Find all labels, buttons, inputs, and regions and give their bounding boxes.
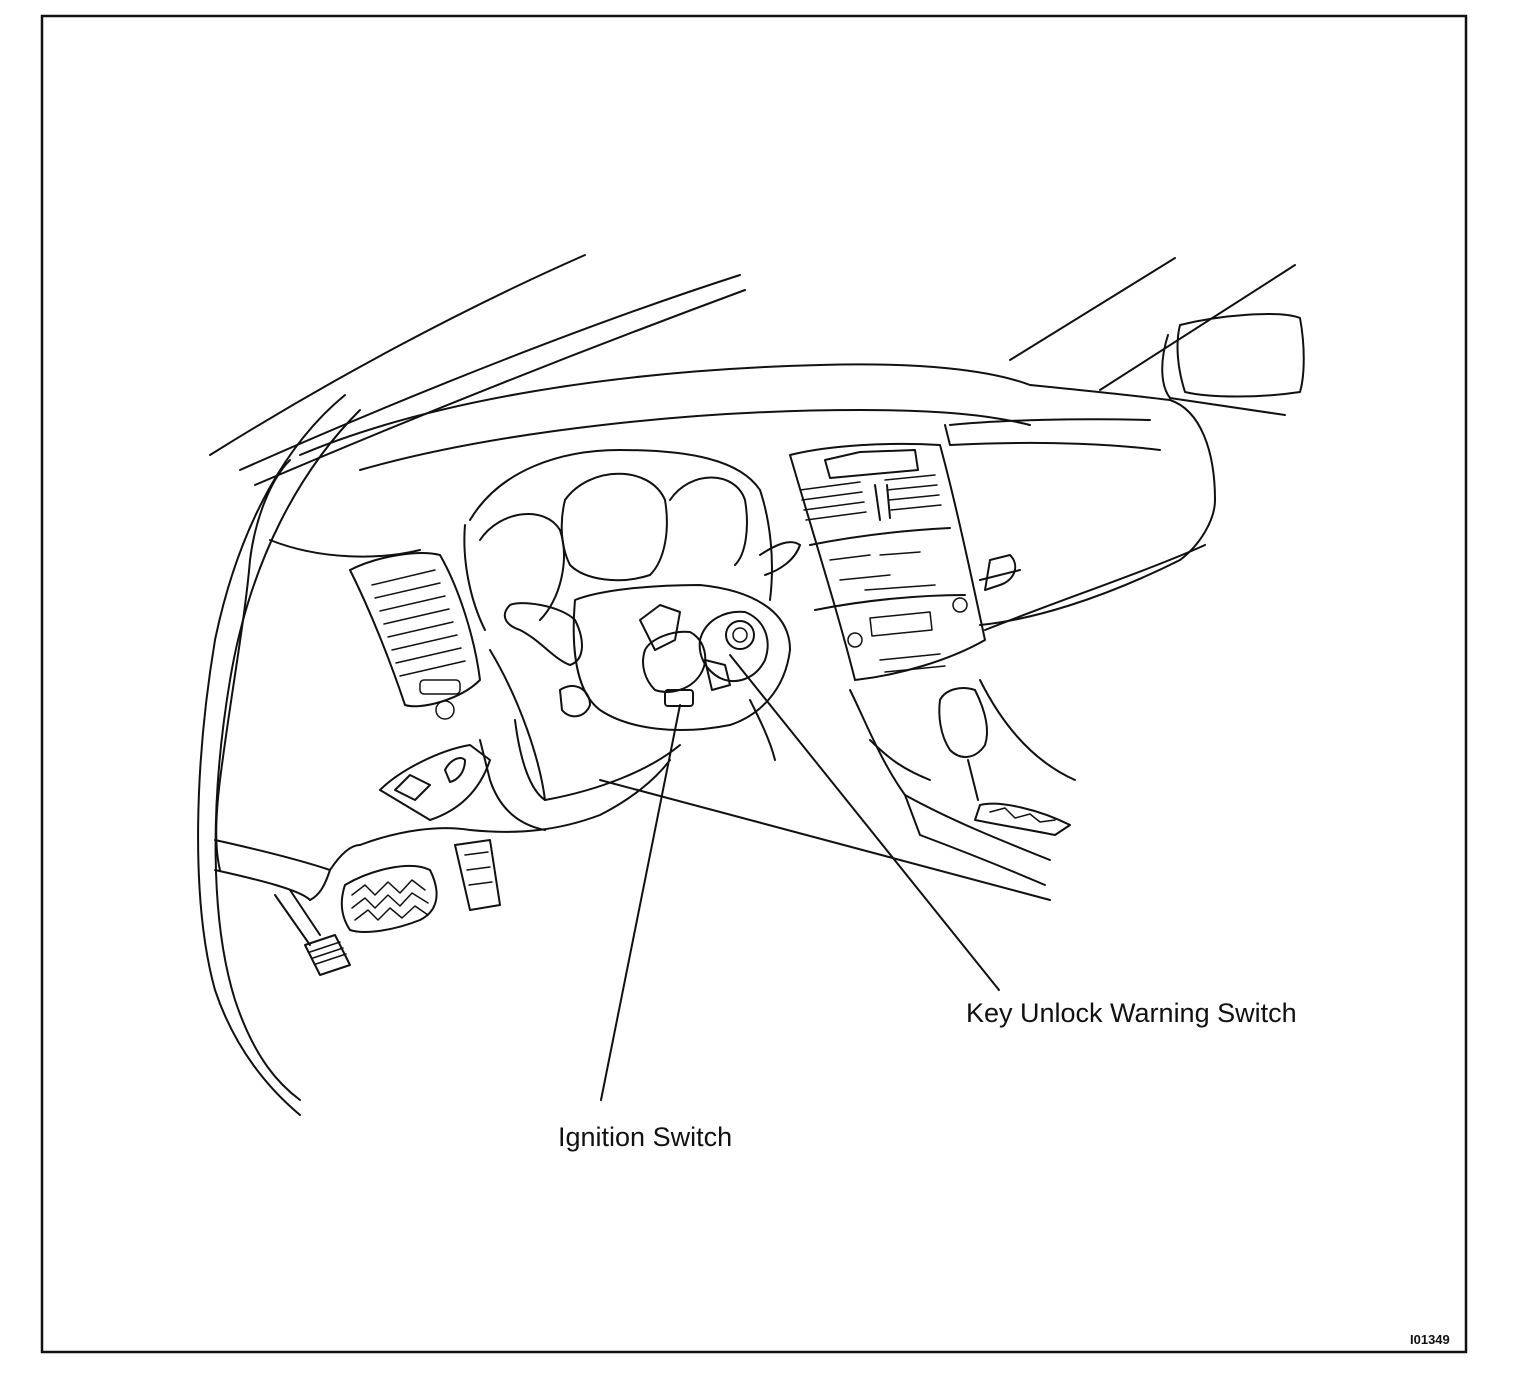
lower-dashboard bbox=[214, 685, 671, 901]
diagram-frame bbox=[40, 14, 1468, 1354]
ignition-switch-label: Ignition Switch bbox=[558, 1122, 733, 1152]
gear-shifter bbox=[849, 679, 1076, 886]
key-unlock-warning-switch-label: Key Unlock Warning Switch bbox=[966, 998, 1297, 1028]
pedals bbox=[274, 839, 501, 976]
ignition-switch-assembly bbox=[639, 604, 769, 707]
steering-column bbox=[489, 541, 801, 801]
windshield-lines bbox=[209, 254, 1296, 486]
figure-code: I01349 bbox=[1410, 1332, 1450, 1347]
instrument-cluster bbox=[463, 449, 773, 631]
dashboard-outline bbox=[215, 363, 1216, 871]
side-mirror bbox=[1161, 313, 1305, 416]
key-unlock-switch-leader bbox=[729, 654, 1000, 991]
ignition-switch-leader bbox=[600, 704, 681, 1101]
left-air-vent bbox=[349, 552, 481, 720]
center-console bbox=[789, 442, 986, 681]
